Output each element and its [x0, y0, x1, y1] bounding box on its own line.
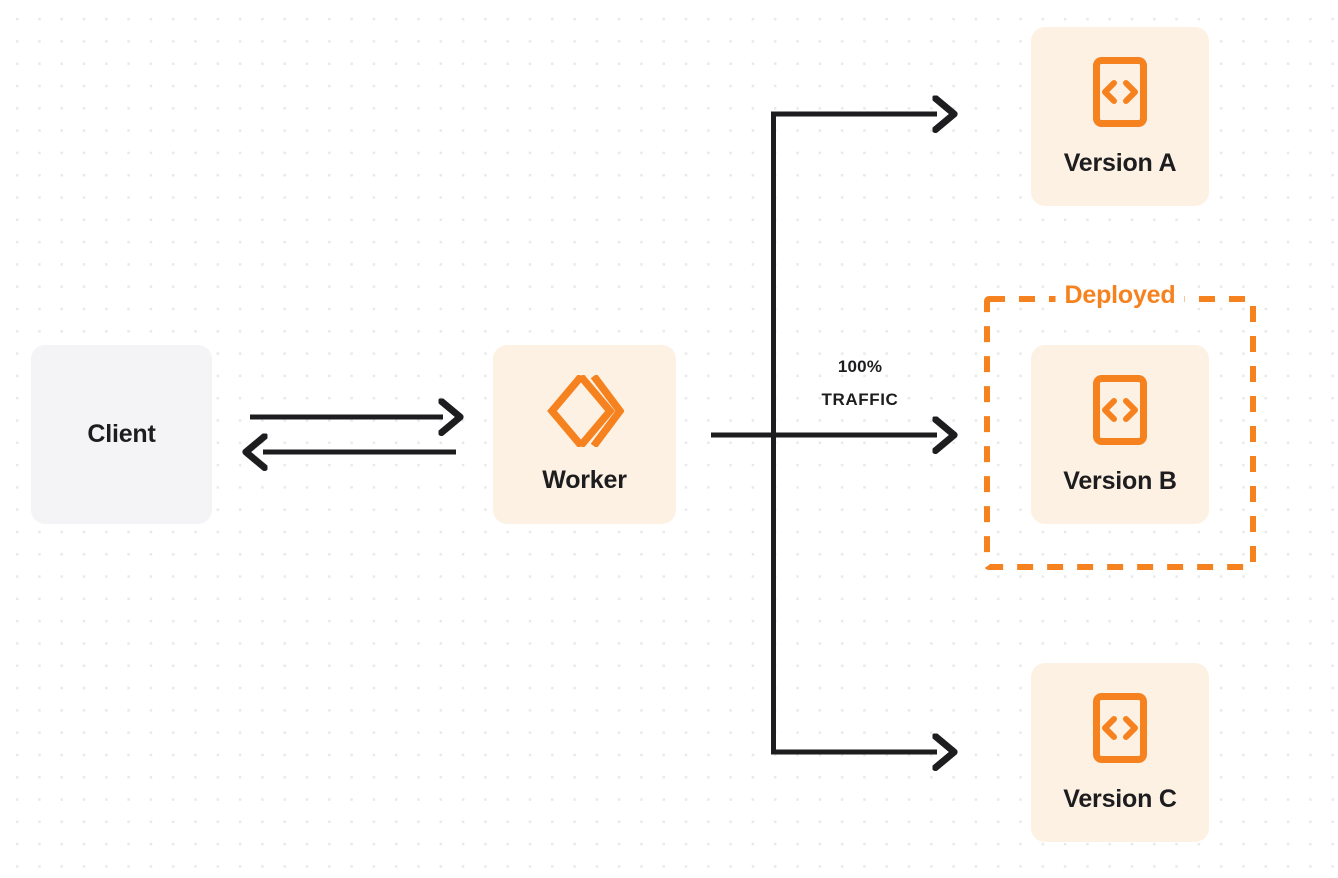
traffic-percent: 100%: [837, 357, 883, 376]
deployed-group-label: Deployed: [1055, 280, 1185, 310]
node-version-a-label: Version A: [1063, 148, 1177, 177]
node-client[interactable]: Client: [31, 345, 212, 524]
code-file-icon: [1092, 374, 1148, 451]
node-version-c[interactable]: Version C: [1031, 663, 1209, 842]
node-client-label: Client: [87, 420, 156, 448]
code-file-icon: [1092, 692, 1148, 769]
node-worker[interactable]: Worker: [493, 345, 676, 524]
node-version-b-label: Version B: [1063, 466, 1177, 495]
node-version-c-label: Version C: [1063, 784, 1177, 813]
code-file-icon: [1092, 56, 1148, 133]
cloudflare-workers-logo-icon: [546, 373, 625, 452]
node-version-a[interactable]: Version A: [1031, 27, 1209, 206]
traffic-word: TRAFFIC: [821, 390, 899, 409]
node-worker-label: Worker: [542, 465, 627, 494]
traffic-label: 100% TRAFFIC: [786, 350, 934, 416]
node-version-b[interactable]: Version B: [1031, 345, 1209, 524]
